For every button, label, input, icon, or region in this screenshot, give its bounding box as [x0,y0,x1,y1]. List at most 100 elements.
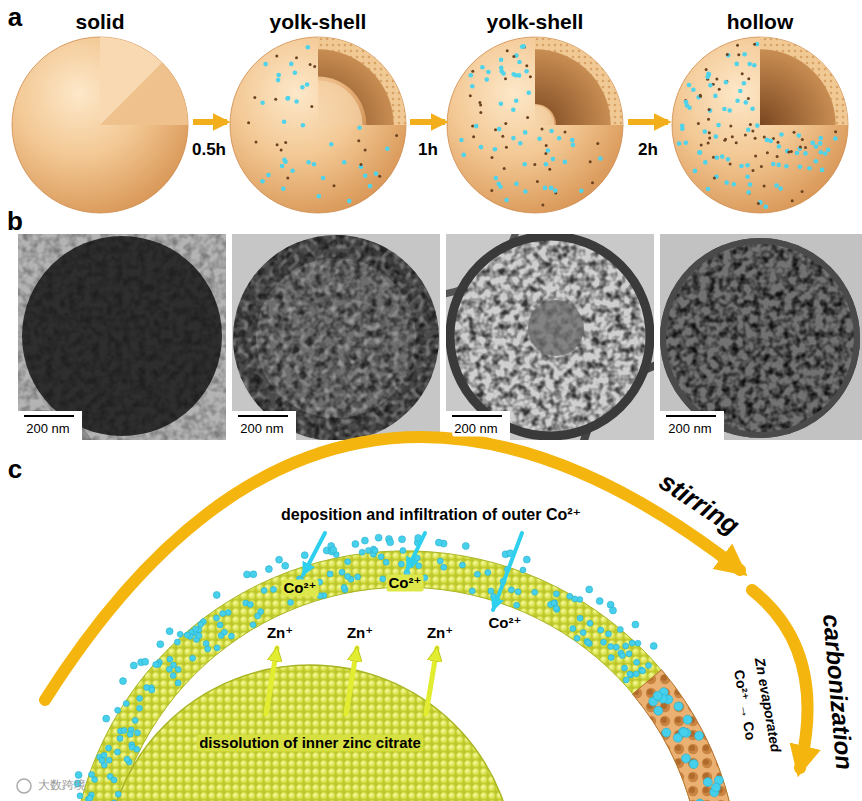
illustration-part [663,241,857,435]
cobalt-dot [266,173,271,178]
cobalt-ion [247,601,253,607]
cobalt-dot [347,199,352,204]
pore-dot [280,148,283,151]
cobalt-ion [203,641,209,647]
cobalt-ion [650,642,657,649]
cobalt-ion [341,584,347,590]
scale-label: 200 nm [24,422,71,437]
time-arrow [628,119,668,125]
cobalt-dot [771,162,776,167]
cobalt-ion [345,574,351,580]
cobalt-ion [459,562,465,568]
pore-dot [360,163,363,166]
sphere [672,37,848,213]
ion-label: Zn⁺ [265,624,295,641]
cobalt-ion [135,730,141,736]
process-note: deposition and infiltration of outer Co²… [279,506,583,524]
cobalt-dot [703,129,708,134]
cobalt-ion [596,598,603,605]
yolk [514,104,556,146]
cobalt-ion [115,707,121,713]
illustration-part [232,234,440,440]
cobalt-ion [225,609,231,615]
cobalt-dot [497,127,502,132]
pore-dot [255,141,258,144]
cobalt-ion [330,546,337,553]
pore-dot [763,185,766,188]
cobalt-dot [598,156,603,161]
cobalt-ion [301,552,308,559]
pore-dot [736,44,739,47]
cobalt-dot [724,80,729,85]
pore-dot [503,167,506,170]
shell-section [230,37,406,213]
pore-dot [757,202,760,205]
cobalt-ion [250,622,256,628]
cobalt-dot [579,189,584,194]
cobalt-dot [691,87,696,92]
cobalt-ion [87,795,93,801]
illustration-part [18,234,226,440]
cobalt-ion [166,666,172,672]
cobalt-dot [283,159,288,164]
panel-letter: c [8,455,22,485]
pore-dot [295,56,298,59]
pore-dot [729,125,732,128]
cobalt-dot [546,148,551,153]
cobalt-dot [551,157,556,162]
cobalt-dot [784,164,789,169]
shell-section [672,37,848,213]
pore-dot [729,162,732,165]
cobalt-ion [142,658,149,665]
cobalt-dot [300,85,305,90]
cobalt-dot [514,98,519,103]
cobalt-dot [342,160,347,165]
cobalt-ion [623,677,629,683]
infiltration-arrow [407,533,425,570]
illustration-part [18,234,226,440]
scale-label: 200 nm [238,422,285,437]
cobalt-ion [640,668,646,674]
cobalt-dot [687,83,692,88]
cobalt-ion [380,576,386,582]
cobalt-ion [695,799,704,801]
cobalt-ion [372,548,378,554]
cobalt-dot [459,138,464,143]
pore-dot [708,137,711,140]
pore-dot [479,104,482,107]
pore-dot [760,165,763,168]
cobalt-ion [214,645,220,651]
cobalt-ion [469,588,475,594]
cobalt-ion [174,639,180,645]
pore-dot [700,144,703,147]
cobalt-dot [557,136,562,141]
cobalt-ion [175,680,181,686]
cobalt-ion [628,672,634,678]
cobalt-ion [282,562,289,569]
cobalt-ion [106,745,112,751]
cobalt-ion [462,543,469,550]
cobalt-ion [167,656,173,662]
cobalt-dot [276,73,281,78]
zinc-arrows [266,648,437,714]
cobalt-ion [580,630,586,636]
sphere-series [12,37,848,213]
pore-dot [247,121,250,124]
illustration-part [660,234,862,440]
cobalt-dot [517,73,522,78]
time-label: 1h [416,140,440,160]
cobalt-ion [653,691,662,700]
cobalt-ion [703,778,712,787]
watermark: 大数跨境 [38,779,86,793]
cobalt-dot [698,150,703,155]
cobalt-ion [120,678,127,685]
cobalt-ion [488,588,494,594]
cobalt-ion [265,566,272,573]
cobalt-dot [708,108,713,113]
cobalt-dot [720,154,725,159]
illustration-part [666,415,716,417]
time-arrow [193,119,227,125]
cobalt-dot [499,65,504,70]
cobalt-dot [779,132,784,137]
pore-dot [749,123,752,126]
